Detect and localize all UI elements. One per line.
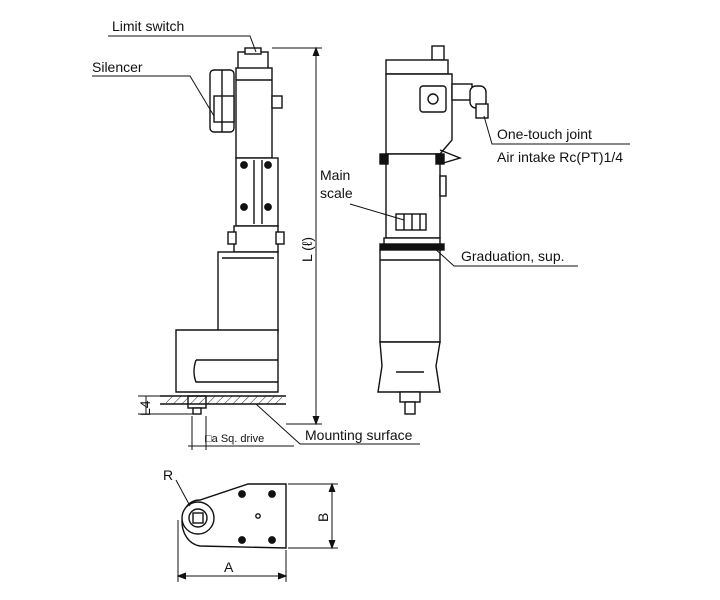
air-intake-label: Air intake Rc(PT)1/4 <box>497 149 623 165</box>
limit-switch-label: Limit switch <box>112 18 184 34</box>
graduation-label: Graduation, sup. <box>461 248 565 264</box>
l4-dimension-label: L4 <box>137 400 153 416</box>
length-dimension-label: L (ℓ) <box>299 237 315 262</box>
plan-view <box>181 483 287 549</box>
main-scale-label-1: Main <box>320 167 350 183</box>
silencer-label: Silencer <box>92 59 143 75</box>
b-dimension-label: B <box>315 513 331 522</box>
a-dimension-label: A <box>224 559 234 575</box>
main-scale-label-2: scale <box>320 185 353 201</box>
r-dimension-label: R <box>163 467 173 483</box>
one-touch-joint-label: One-touch joint <box>497 126 592 142</box>
front-view <box>377 45 489 415</box>
side-view <box>160 47 286 415</box>
sq-drive-label: □a Sq. drive <box>205 433 264 445</box>
mounting-surface-label: Mounting surface <box>305 427 413 443</box>
